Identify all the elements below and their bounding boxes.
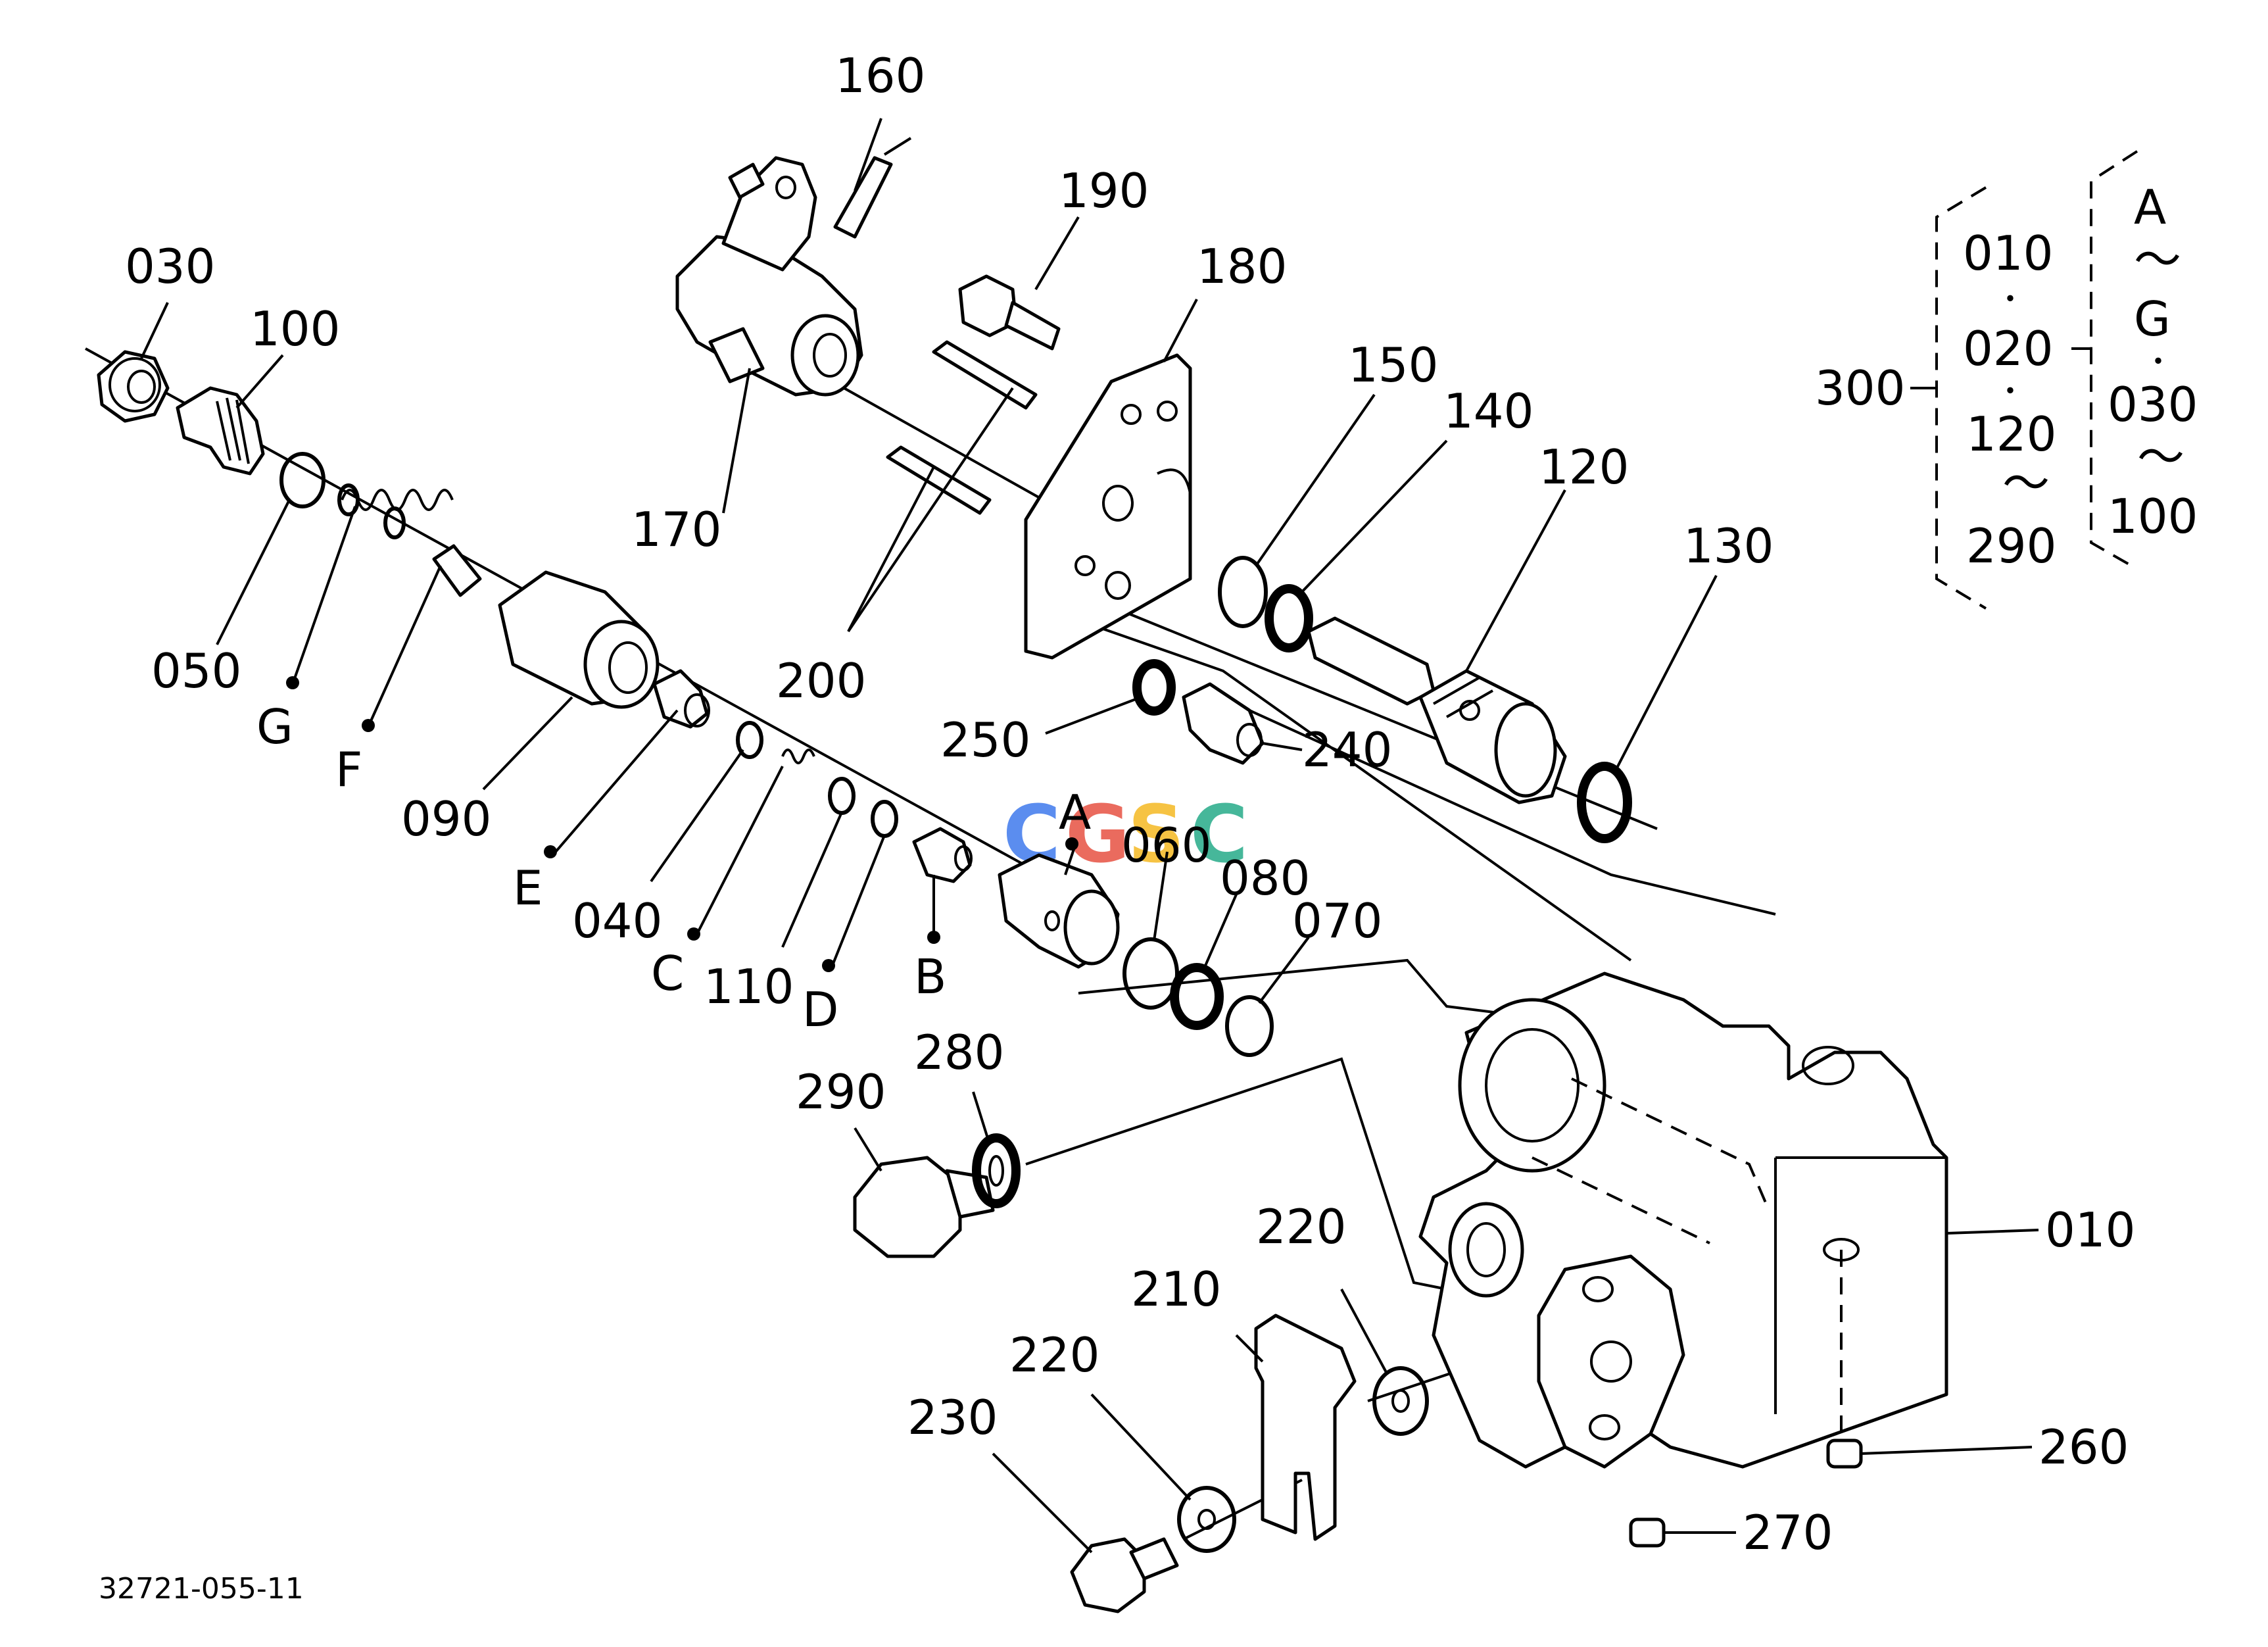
spring-C [781, 749, 815, 764]
callout-220-lower: 220 [1009, 1327, 1099, 1383]
key-col1-row2: ・ [1996, 283, 2025, 316]
o-ring-150 [1218, 556, 1268, 628]
o-ring-D [871, 800, 898, 838]
washer-220-lower [1177, 1486, 1236, 1553]
washer-220-upper [1372, 1366, 1429, 1436]
callout-130: 130 [1683, 518, 1773, 574]
callout-270: 270 [1743, 1505, 1833, 1560]
o-ring-140 [1265, 584, 1313, 652]
key-col1-row5: 120 [1966, 406, 2056, 462]
valve-body-010 [1418, 971, 1948, 1469]
callout-180: 180 [1197, 239, 1287, 294]
callout-110: 110 [704, 959, 794, 1014]
callout-200: 200 [776, 653, 866, 708]
callout-labels: 030 100 050 G F 090 E 040 C 110 D B A 06… [125, 48, 2135, 1560]
callout-300: 300 [1815, 360, 1905, 416]
callout-210: 210 [1131, 1262, 1221, 1317]
leader-lines [140, 118, 2039, 1554]
screw-100 [176, 386, 265, 476]
callout-080: 080 [1220, 850, 1310, 906]
callout-070: 070 [1292, 893, 1382, 948]
callout-120: 120 [1539, 439, 1629, 495]
o-ring-040 [736, 721, 763, 759]
callout-040: 040 [572, 893, 662, 948]
key-col1-row1: 010 [1963, 226, 2053, 281]
key-col2-row1: A [2134, 180, 2166, 235]
o-ring-110 [828, 777, 856, 815]
o-ring-250 [1132, 659, 1176, 716]
watermark-letter-3: S [1128, 789, 1184, 881]
callout-D: D [802, 982, 838, 1037]
key-col2-row3: G [2134, 291, 2171, 347]
o-ring-070 [1225, 995, 1274, 1057]
bracket-210 [1254, 1314, 1357, 1541]
check-B [912, 827, 973, 883]
key-col1-row3: 020 [1963, 321, 2053, 376]
callout-280: 280 [914, 1025, 1004, 1080]
backup-ring-080 [1170, 963, 1224, 1030]
assembly-key: 010 ・ 020 ・ 120 290 ～ A ～ G ・ 030 ～ 100 [1910, 150, 2198, 610]
sleeve-A [998, 853, 1120, 969]
pins-200 [886, 340, 1038, 515]
washer-280 [972, 1133, 1021, 1208]
plug-270 [1629, 1517, 1666, 1548]
watermark-letter-2: G [1065, 789, 1130, 881]
plug-240 [1182, 682, 1265, 765]
pin-160 [833, 137, 912, 239]
callout-A: A [1059, 785, 1091, 840]
spring-G [337, 483, 454, 539]
callout-250: 250 [940, 712, 1030, 768]
callout-170: 170 [631, 502, 721, 557]
key-col1-row6: ～ [2002, 456, 2050, 511]
seat-090 [498, 570, 660, 709]
callout-240: 240 [1302, 722, 1392, 777]
plunger-E [652, 669, 710, 729]
callout-C: C [651, 946, 684, 1001]
callout-160: 160 [835, 48, 925, 103]
callout-010: 010 [2045, 1202, 2135, 1258]
key-col2-row4: ・ [2144, 345, 2173, 379]
key-col2-row5: 030 [2108, 377, 2198, 432]
callout-100: 100 [250, 301, 340, 356]
watermark-logo: C G S C [1003, 789, 1248, 881]
key-col1-row7: 290 [1966, 518, 2056, 574]
callout-030: 030 [125, 239, 215, 294]
callout-F: F [335, 742, 362, 797]
bolt-190 [958, 274, 1061, 351]
bolt-230 [1070, 1537, 1179, 1613]
callout-E: E [513, 860, 543, 916]
watermark-letter-4: C [1190, 789, 1248, 881]
callout-150: 150 [1348, 337, 1438, 393]
drawing-number: 32721-055-11 [99, 1572, 304, 1606]
plate-180 [1024, 353, 1192, 660]
reference-dots [286, 676, 1078, 972]
nut-030 [97, 350, 170, 423]
o-ring-130 [1577, 762, 1632, 843]
o-ring-060 [1122, 937, 1179, 1010]
callout-G: G [256, 699, 293, 754]
callout-230: 230 [907, 1390, 998, 1445]
callout-060: 060 [1121, 818, 1211, 873]
callout-050: 050 [151, 643, 241, 699]
key-col2-row6: ～ [2137, 430, 2184, 485]
callout-290: 290 [796, 1064, 886, 1119]
callout-B: B [914, 949, 946, 1004]
key-col1-row4: ・ [1996, 375, 2025, 408]
poppet-F [432, 544, 482, 597]
lever-housing-170 [675, 156, 863, 397]
key-col2-row7: 100 [2108, 489, 2198, 544]
callout-090: 090 [401, 791, 491, 847]
callout-260: 260 [2039, 1419, 2129, 1475]
spool-120 [1307, 616, 1567, 804]
callout-220-upper: 220 [1256, 1199, 1346, 1254]
callout-190: 190 [1059, 163, 1149, 218]
o-ring-050 [279, 452, 326, 508]
key-col2-row2: ～ [2134, 232, 2181, 287]
plug-260 [1826, 1438, 1863, 1469]
callout-140: 140 [1443, 383, 1533, 439]
